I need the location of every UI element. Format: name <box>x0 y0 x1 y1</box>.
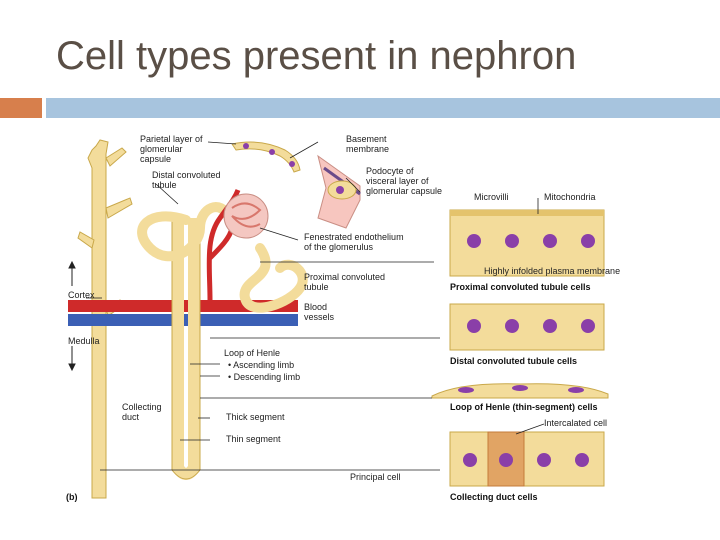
label-cd-cells: Collecting duct cells <box>450 492 538 502</box>
accent-bar <box>0 98 42 118</box>
svg-text:Proximal convoluted: Proximal convoluted <box>304 272 385 282</box>
svg-text:of the glomerulus: of the glomerulus <box>304 242 374 252</box>
svg-text:Basement: Basement <box>346 134 387 144</box>
label-descending: • Descending limb <box>228 372 300 382</box>
glomerulus <box>223 193 269 239</box>
svg-text:visceral layer of: visceral layer of <box>366 176 429 186</box>
pct-cells-panel <box>449 209 605 277</box>
label-collecting: Collecting duct <box>122 402 162 422</box>
label-basement: Basement membrane <box>346 134 389 154</box>
label-thick: Thick segment <box>226 412 285 422</box>
panel-label: (b) <box>66 492 78 502</box>
label-principal: Principal cell <box>350 472 401 482</box>
label-thin: Thin segment <box>226 434 281 444</box>
label-microvilli: Microvilli <box>474 192 509 202</box>
label-loop: Loop of Henle <box>224 348 280 358</box>
header-bar <box>46 98 720 118</box>
cd-cells-panel <box>449 431 605 487</box>
svg-text:Podocyte of: Podocyte of <box>366 166 414 176</box>
parietal-cells <box>231 141 301 173</box>
label-parietal: Parietal layer of glomerular capsule <box>140 134 203 164</box>
svg-text:Blood: Blood <box>304 302 327 312</box>
svg-text:Fenestrated endothelium: Fenestrated endothelium <box>304 232 404 242</box>
leader-lines <box>86 141 545 471</box>
svg-text:membrane: membrane <box>346 144 389 154</box>
svg-text:vessels: vessels <box>304 312 335 322</box>
nephron-diagram: Parietal layer of glomerular capsule Dis… <box>66 134 620 502</box>
svg-text:tubule: tubule <box>152 180 177 190</box>
svg-text:capsule: capsule <box>140 154 171 164</box>
label-mitochondria: Mitochondria <box>544 192 596 202</box>
label-infolded: Highly infolded plasma membrane <box>484 266 620 276</box>
svg-text:duct: duct <box>122 412 140 422</box>
svg-text:glomerular capsule: glomerular capsule <box>366 186 442 196</box>
label-fenestrated: Fenestrated endothelium of the glomerulu… <box>304 232 404 252</box>
label-intercalated: Intercalated cell <box>544 418 607 428</box>
region-arrows <box>68 260 76 372</box>
label-distal: Distal convoluted tubule <box>152 170 221 190</box>
label-podocyte: Podocyte of visceral layer of glomerular… <box>366 166 442 196</box>
svg-text:Distal convoluted: Distal convoluted <box>152 170 221 180</box>
dct-cells-panel <box>449 303 605 351</box>
loh-cells-panel <box>431 383 609 399</box>
slide-title: Cell types present in nephron <box>56 34 577 78</box>
label-loh-cells: Loop of Henle (thin-segment) cells <box>450 402 598 412</box>
label-ascending: • Ascending limb <box>228 360 294 370</box>
convoluted-tubules <box>137 202 308 313</box>
podocyte <box>317 154 361 229</box>
svg-text:glomerular: glomerular <box>140 144 183 154</box>
label-pct-cells: Proximal convoluted tubule cells <box>450 282 591 292</box>
label-dct-cells: Distal convoluted tubule cells <box>450 356 577 366</box>
svg-text:Collecting: Collecting <box>122 402 162 412</box>
label-proximal: Proximal convoluted tubule <box>304 272 385 292</box>
svg-text:Parietal layer of: Parietal layer of <box>140 134 203 144</box>
label-cortex: Cortex <box>68 290 95 300</box>
label-medulla: Medulla <box>68 336 100 346</box>
label-blood: Blood vessels <box>304 302 335 322</box>
svg-text:tubule: tubule <box>304 282 329 292</box>
